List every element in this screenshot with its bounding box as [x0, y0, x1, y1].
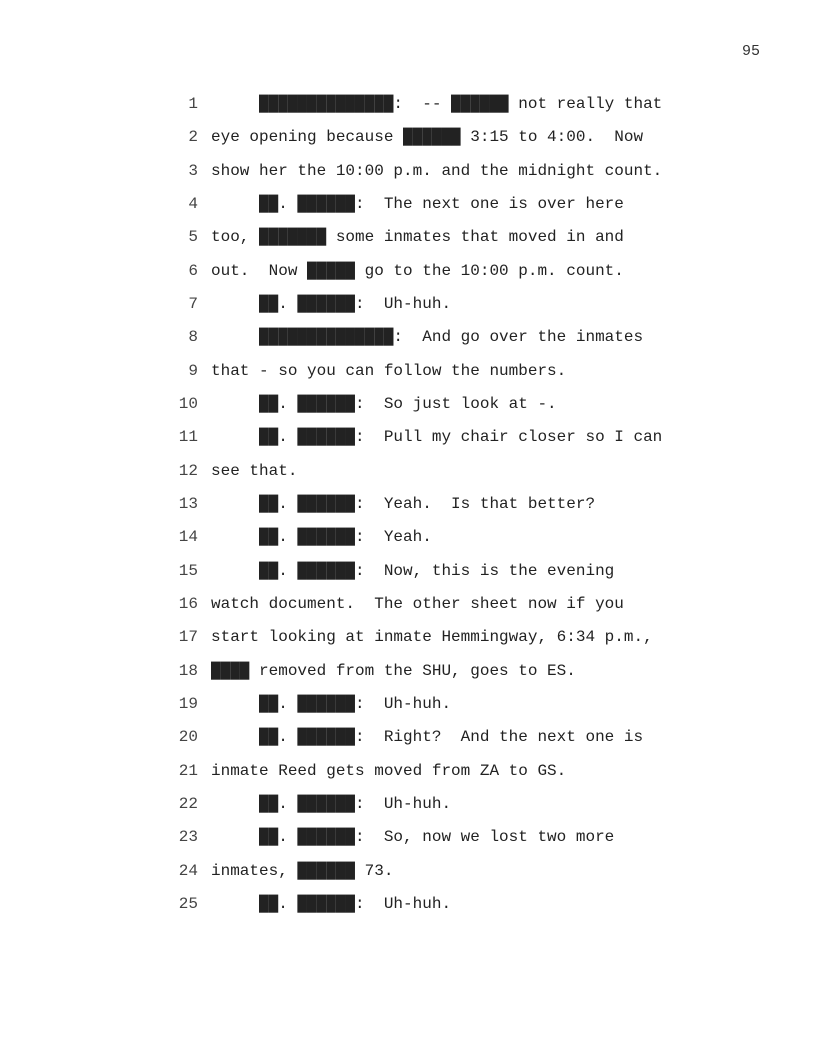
line-text: ██. ██████: Uh-huh. [211, 894, 452, 913]
transcript-line: 18 ████ removed from the SHU, goes to ES. [0, 661, 816, 681]
line-text: watch document. The other sheet now if y… [211, 594, 624, 613]
transcript-line: 20 ██. ██████: Right? And the next one i… [0, 727, 816, 747]
line-text: inmates, ██████ 73. [211, 861, 394, 880]
line-text: ██. ██████: So, now we lost two more [211, 828, 615, 847]
transcript-line: 10 ██. ██████: So just look at -. [0, 394, 816, 414]
line-text: eye opening because ██████ 3:15 to 4:00.… [211, 128, 644, 147]
transcript-line: 16 watch document. The other sheet now if… [0, 594, 816, 614]
line-number: 2 [188, 128, 198, 147]
line-text: ██████████████: -- ██████ not really tha… [211, 95, 663, 113]
line-text: ██. ██████: So just look at -. [211, 394, 557, 413]
line-number: 22 [178, 794, 198, 813]
transcript-line: 2 eye opening because ██████ 3:15 to 4:00… [0, 127, 816, 147]
transcript-line: 6 out. Now █████ go to the 10:00 p.m. cou… [0, 261, 816, 281]
line-text: start looking at inmate Hemmingway, 6:34… [211, 628, 653, 647]
transcript-line: 5 too, ███████ some inmates that moved in… [0, 227, 816, 247]
line-text: ██████████████: And go over the inmates [211, 328, 644, 347]
line-number: 25 [178, 894, 198, 913]
transcript-line: 24 inmates, ██████ 73. [0, 861, 816, 881]
line-number: 13 [178, 494, 198, 513]
line-text: inmate Reed gets moved from ZA to GS. [211, 761, 567, 780]
transcript-line: 12 see that. [0, 461, 816, 481]
transcript-line: 21 inmate Reed gets moved from ZA to GS. [0, 761, 816, 781]
line-number: 19 [178, 694, 198, 713]
transcript-line: 25 ██. ██████: Uh-huh. [0, 894, 816, 914]
line-text: ██. ██████: Now, this is the evening [211, 561, 615, 580]
line-number: 24 [178, 861, 198, 880]
line-number: 17 [178, 628, 198, 647]
line-number: 7 [188, 294, 198, 313]
transcript-line: 7 ██. ██████: Uh-huh. [0, 294, 816, 314]
line-text: ██. ██████: Uh-huh. [211, 294, 452, 313]
line-text: ██. ██████: Right? And the next one is [211, 728, 644, 747]
transcript-line: 22 ██. ██████: Uh-huh. [0, 794, 816, 814]
line-number: 4 [188, 194, 198, 213]
line-number: 14 [178, 528, 198, 547]
transcript-line: 4 ██. ██████: The next one is over here [0, 194, 816, 214]
line-text: see that. [211, 461, 298, 480]
line-number: 15 [178, 561, 198, 580]
line-text: ██. ██████: Uh-huh. [211, 694, 452, 713]
line-number: 12 [178, 461, 198, 480]
line-text: ██. ██████: Yeah. [211, 528, 432, 547]
line-number: 16 [178, 594, 198, 613]
transcript-line: 3 show her the 10:00 p.m. and the midnigh… [0, 161, 816, 181]
line-number: 20 [178, 728, 198, 747]
transcript-line: 19 ██. ██████: Uh-huh. [0, 694, 816, 714]
transcript-line: 11 ██. ██████: Pull my chair closer so I… [0, 427, 816, 447]
line-number: 8 [188, 328, 198, 347]
page-number: 95 [742, 43, 761, 60]
line-text: that - so you can follow the numbers. [211, 361, 567, 380]
transcript-line: 1 ██████████████: -- ██████ not really t… [0, 94, 816, 114]
transcript-line: 23 ██. ██████: So, now we lost two more [0, 827, 816, 847]
line-text: ████ removed from the SHU, goes to ES. [211, 661, 576, 680]
line-text: show her the 10:00 p.m. and the midnight… [211, 161, 663, 180]
transcript-line: 13 ██. ██████: Yeah. Is that better? [0, 494, 816, 514]
line-text: ██. ██████: Uh-huh. [211, 794, 452, 813]
line-text: ██. ██████: The next one is over here [211, 194, 624, 213]
transcript-line: 8 ██████████████: And go over the inmate… [0, 327, 816, 347]
line-text: too, ███████ some inmates that moved in … [211, 228, 624, 247]
line-number: 10 [178, 394, 198, 413]
line-number: 9 [188, 361, 198, 380]
transcript-line: 9 that - so you can follow the numbers. [0, 361, 816, 381]
line-number: 3 [188, 161, 198, 180]
line-number: 23 [178, 828, 198, 847]
line-text: out. Now █████ go to the 10:00 p.m. coun… [211, 261, 624, 280]
line-number: 5 [188, 228, 198, 247]
line-number: 1 [188, 95, 198, 113]
line-number: 11 [178, 428, 198, 447]
line-text: ██. ██████: Pull my chair closer so I ca… [211, 428, 663, 447]
line-number: 21 [178, 761, 198, 780]
line-number: 18 [178, 661, 198, 680]
transcript-line: 15 ██. ██████: Now, this is the evening [0, 561, 816, 581]
line-number: 6 [188, 261, 198, 280]
line-text: ██. ██████: Yeah. Is that better? [211, 494, 596, 513]
transcript-line: 17 start looking at inmate Hemmingway, 6:… [0, 627, 816, 647]
transcript-line: 14 ██. ██████: Yeah. [0, 527, 816, 547]
